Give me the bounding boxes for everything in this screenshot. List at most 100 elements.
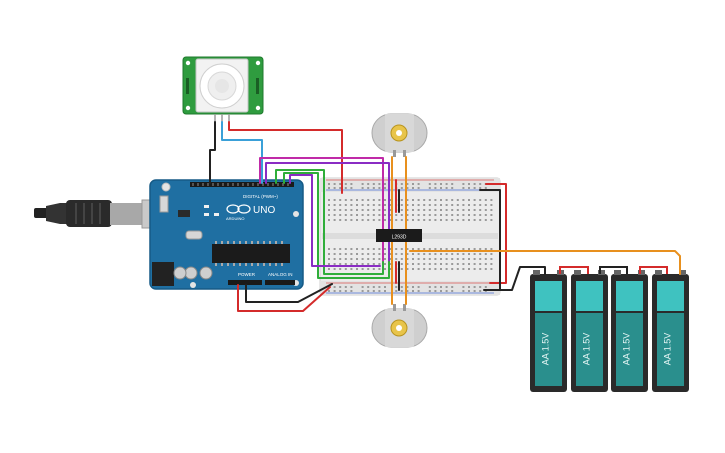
breadboard-hole bbox=[339, 209, 342, 211]
wire-green-b bbox=[283, 172, 390, 279]
breadboard-hole bbox=[423, 204, 426, 206]
breadboard-hole bbox=[378, 248, 381, 250]
breadboard-hole bbox=[406, 219, 409, 221]
breadboard-hole bbox=[406, 204, 409, 206]
breadboard-hole bbox=[378, 219, 381, 221]
breadboard-hole bbox=[356, 204, 358, 206]
breadboard-hole bbox=[473, 204, 476, 206]
breadboard-hole bbox=[384, 204, 386, 206]
wire-green-a bbox=[275, 169, 384, 275]
breadboard-hole bbox=[484, 204, 487, 206]
arduino-brand-text: ARDUINO bbox=[226, 216, 244, 221]
motor-top bbox=[371, 113, 428, 157]
breadboard-hole bbox=[445, 219, 448, 221]
breadboard-hole bbox=[328, 263, 330, 265]
breadboard-hole bbox=[339, 258, 342, 260]
usb-plug-tip bbox=[34, 208, 48, 218]
breadboard-hole bbox=[333, 219, 336, 221]
breadboard-hole bbox=[328, 209, 330, 211]
breadboard-hole bbox=[384, 199, 386, 201]
breadboard-hole bbox=[462, 253, 465, 255]
breadboard-hole bbox=[389, 263, 392, 265]
breadboard-hole bbox=[428, 253, 431, 255]
breadboard-hole bbox=[333, 268, 336, 270]
breadboard-hole bbox=[428, 290, 431, 292]
breadboard-hole bbox=[490, 209, 493, 211]
breadboard-hole bbox=[344, 290, 347, 292]
breadboard-hole bbox=[473, 214, 476, 216]
breadboard-hole bbox=[434, 268, 437, 270]
breadboard-hole bbox=[451, 258, 454, 260]
breadboard-hole bbox=[333, 183, 336, 185]
power-jack bbox=[152, 262, 174, 286]
breadboard-hole bbox=[445, 183, 448, 185]
breadboard-hole bbox=[339, 183, 342, 185]
breadboard-hole bbox=[344, 183, 347, 185]
breadboard-hole bbox=[406, 286, 409, 288]
power-header bbox=[228, 280, 262, 285]
breadboard-hole bbox=[440, 253, 442, 255]
breadboard-hole bbox=[350, 199, 353, 201]
breadboard-hole bbox=[462, 248, 465, 250]
breadboard-hole bbox=[484, 214, 487, 216]
breadboard-hole bbox=[468, 209, 470, 211]
breadboard-hole bbox=[479, 263, 482, 265]
breadboard-hole bbox=[434, 263, 437, 265]
breadboard-hole bbox=[417, 263, 420, 265]
aa-battery-icon bbox=[657, 313, 684, 386]
breadboard-hole bbox=[434, 219, 437, 221]
breadboard-hole bbox=[445, 263, 448, 265]
breadboard-hole bbox=[367, 204, 370, 206]
breadboard-hole bbox=[384, 263, 386, 265]
breadboard-hole bbox=[440, 268, 442, 270]
breadboard-hole bbox=[389, 248, 392, 250]
breadboard-hole bbox=[423, 199, 426, 201]
breadboard-hole bbox=[456, 263, 459, 265]
breadboard-hole bbox=[490, 219, 493, 221]
breadboard-hole bbox=[462, 209, 465, 211]
breadboard-hole bbox=[484, 209, 487, 211]
wire-pir-vcc bbox=[209, 121, 216, 184]
breadboard-hole bbox=[484, 268, 487, 270]
breadboard-hole bbox=[434, 290, 437, 292]
breadboard-hole bbox=[344, 263, 347, 265]
breadboard-hole bbox=[468, 204, 470, 206]
breadboard-hole bbox=[484, 286, 487, 288]
breadboard-hole bbox=[484, 219, 487, 221]
breadboard-hole bbox=[378, 286, 381, 288]
breadboard-hole bbox=[350, 253, 353, 255]
breadboard-hole bbox=[400, 258, 403, 260]
breadboard-hole bbox=[406, 248, 409, 250]
breadboard-hole bbox=[384, 219, 386, 221]
battery-links bbox=[559, 266, 668, 274]
breadboard-hole bbox=[456, 204, 459, 206]
breadboard-hole bbox=[451, 183, 454, 185]
breadboard-hole bbox=[484, 187, 487, 189]
breadboard-hole bbox=[462, 214, 465, 216]
breadboard-hole bbox=[384, 268, 386, 270]
breadboard-hole bbox=[372, 219, 375, 221]
breadboard-hole bbox=[412, 286, 414, 288]
breadboard-hole bbox=[389, 258, 392, 260]
breadboard-hole bbox=[451, 187, 454, 189]
breadboard-hole bbox=[350, 187, 353, 189]
breadboard-hole bbox=[339, 187, 342, 189]
breadboard-hole bbox=[445, 268, 448, 270]
breadboard-hole bbox=[406, 187, 409, 189]
breadboard-hole bbox=[462, 183, 465, 185]
breadboard-hole bbox=[484, 253, 487, 255]
breadboard-hole bbox=[417, 199, 420, 201]
breadboard-hole bbox=[412, 290, 414, 292]
breadboard-hole bbox=[367, 219, 370, 221]
breadboard-hole bbox=[412, 253, 414, 255]
breadboard-hole bbox=[428, 209, 431, 211]
breadboard-hole bbox=[400, 204, 403, 206]
breadboard-hole bbox=[479, 209, 482, 211]
breadboard-hole bbox=[400, 219, 403, 221]
breadboard-hole bbox=[468, 290, 470, 292]
chip-label: L293D bbox=[392, 235, 407, 241]
breadboard-hole bbox=[456, 219, 459, 221]
breadboard-hole bbox=[350, 263, 353, 265]
breadboard-hole bbox=[417, 268, 420, 270]
breadboard-hole bbox=[350, 248, 353, 250]
